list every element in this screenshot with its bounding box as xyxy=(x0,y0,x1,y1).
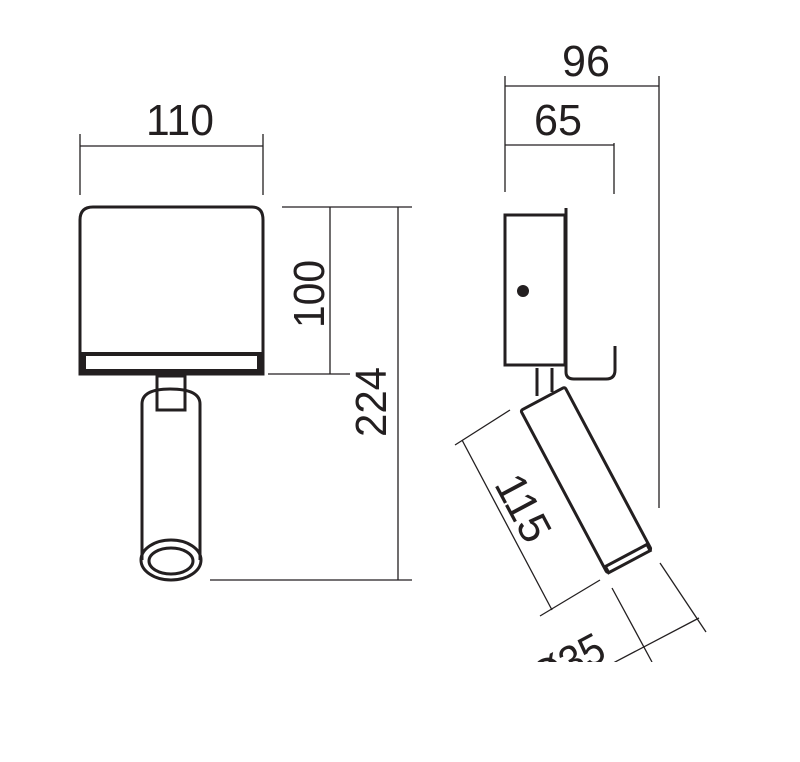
side-mounting-plate xyxy=(564,208,617,381)
side-screw-dot xyxy=(517,285,529,297)
front-view xyxy=(78,205,265,582)
dim-front-head-height: 100 xyxy=(285,260,334,328)
side-dimensions: 96 65 115 Ø35 xyxy=(454,37,707,703)
front-head-body xyxy=(78,205,265,376)
side-arm xyxy=(535,368,554,396)
front-arm xyxy=(155,374,187,412)
side-spot-body xyxy=(519,386,653,575)
front-head-base-inner xyxy=(86,356,257,369)
dim-front-total-height: 224 xyxy=(347,367,396,437)
front-dimensions: 110 100 224 xyxy=(79,96,412,581)
front-spot-rim-inner xyxy=(147,546,195,576)
dim-front-width: 110 xyxy=(146,96,214,145)
dim-side-base-depth: 65 xyxy=(534,96,582,145)
dim-side-spot-length: 115 xyxy=(485,466,561,551)
dim-side-total-depth: 96 xyxy=(562,37,610,86)
side-base-box xyxy=(503,213,567,367)
front-spot-tube xyxy=(140,387,202,560)
dim-side-spot-diameter: Ø35 xyxy=(523,624,613,703)
side-view xyxy=(503,208,653,575)
front-spot-rim-outer xyxy=(139,538,203,582)
